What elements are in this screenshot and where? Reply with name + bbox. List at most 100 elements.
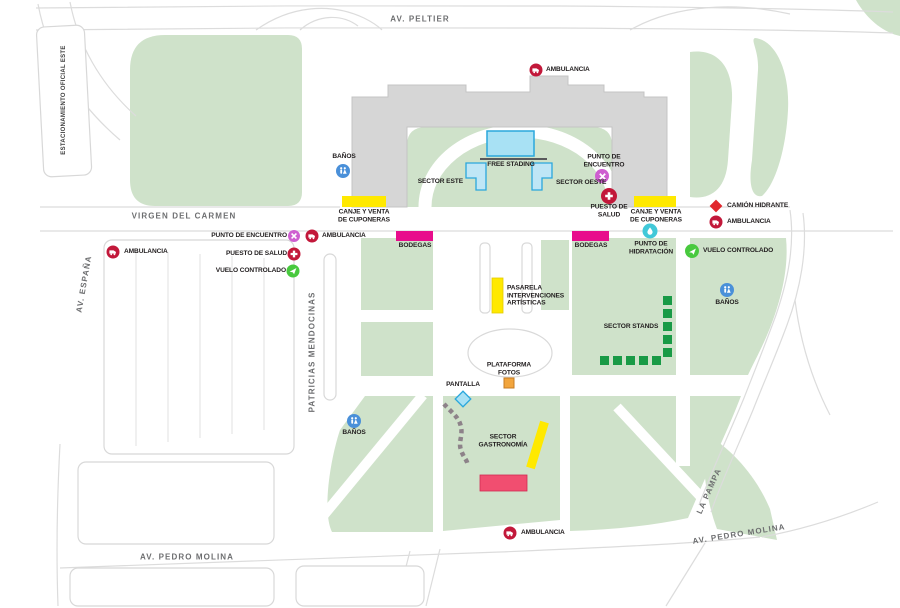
stands-squares bbox=[600, 296, 672, 365]
label-banos-east: BAÑOS bbox=[715, 299, 739, 307]
drone-glyph bbox=[289, 267, 297, 275]
coupon-booth-left bbox=[342, 196, 386, 207]
photo-platform-shape bbox=[503, 377, 515, 389]
path-horizontal-band bbox=[318, 376, 788, 394]
label-sector-oeste: SECTOR OESTE bbox=[556, 179, 607, 187]
droplet-glyph bbox=[647, 227, 653, 235]
median-patricias bbox=[323, 253, 337, 401]
label-camion-hidrante: CAMIÓN HIDRANTE bbox=[727, 202, 789, 210]
street-av-peltier: AV. PELTIER bbox=[390, 14, 450, 24]
parking-lanes bbox=[135, 250, 265, 446]
label-bodegas-right: BODEGAS bbox=[574, 242, 608, 250]
health-post-icon bbox=[601, 188, 617, 204]
ambulance-icon bbox=[709, 215, 723, 229]
controlled-flight-icon bbox=[286, 264, 300, 278]
controlled-flight-icon bbox=[685, 244, 699, 258]
path-diagonal-right bbox=[613, 403, 705, 501]
street-patricias-mendocinas: PATRICIAS MENDOCINAS bbox=[307, 291, 317, 413]
label-banos-south: BAÑOS bbox=[342, 429, 366, 437]
cross-glyph bbox=[605, 192, 613, 200]
label-punto-hidratacion: PUNTO DE HIDRATACIÓN bbox=[628, 240, 674, 255]
toilets-icon bbox=[336, 164, 350, 178]
walkway-strips bbox=[467, 242, 553, 378]
block-southwest-a bbox=[77, 461, 275, 545]
street-av-pedro-molina-west: AV. PEDRO MOLINA bbox=[139, 552, 235, 562]
sector-este-shape bbox=[465, 162, 487, 191]
coupon-booth-right bbox=[634, 196, 676, 207]
ambulance-icon bbox=[503, 526, 517, 540]
walkway-strip-right bbox=[521, 242, 533, 314]
x-glyph bbox=[291, 233, 297, 239]
restroom-glyph bbox=[351, 417, 358, 424]
park-event-3 bbox=[541, 240, 569, 310]
label-ambulancia-top: AMBULANCIA bbox=[546, 66, 590, 74]
label-plataforma-fotos: PLATAFORMA FOTOS bbox=[486, 361, 532, 376]
bodegas-left-shape bbox=[396, 231, 433, 241]
gastronomy-yellow-bar bbox=[526, 420, 549, 470]
park-teardrop bbox=[750, 38, 789, 197]
park-top-right-corner bbox=[856, 0, 900, 36]
meeting-point-icon bbox=[595, 169, 609, 183]
pantalla-shape bbox=[454, 390, 472, 408]
path-vertical-lower bbox=[676, 394, 690, 466]
street-estacionamiento: ESTACIONAMIENTO OFICIAL ESTE bbox=[61, 45, 67, 155]
cross-glyph bbox=[290, 250, 298, 258]
path-vertical-upper bbox=[676, 238, 690, 375]
label-ambulancia-right: AMBULANCIA bbox=[727, 218, 771, 226]
sector-oeste-shape bbox=[531, 162, 553, 191]
hydration-point-icon bbox=[642, 223, 658, 239]
city-blocks bbox=[35, 24, 425, 607]
block-parking-west bbox=[103, 239, 295, 455]
park-top-left bbox=[130, 35, 302, 206]
restroom-glyph bbox=[340, 167, 347, 174]
label-free-stading: FREE STADING bbox=[487, 161, 535, 169]
label-sector-gastronomia: SECTOR GASTRONOMÍA bbox=[478, 433, 528, 448]
park-event-1 bbox=[361, 238, 433, 310]
toilets-icon bbox=[347, 414, 361, 428]
dashed-walk-path bbox=[442, 402, 471, 467]
park-bottom-left bbox=[327, 396, 433, 532]
label-puesto-salud-right: PUESTO DE SALUD bbox=[590, 203, 628, 218]
street-virgen-del-carmen: VIRGEN DEL CARMEN bbox=[131, 211, 237, 221]
park-d-shape bbox=[690, 51, 733, 198]
ambulance-glyph bbox=[712, 220, 719, 226]
label-pantalla: PANTALLA bbox=[446, 381, 480, 389]
label-sector-stands: SECTOR STANDS bbox=[603, 323, 659, 331]
label-pasarela: PASARELA INTERVENCIONES ARTÍSTICAS bbox=[507, 284, 565, 307]
label-bodegas-left: BODEGAS bbox=[398, 242, 432, 250]
block-southwest-b bbox=[69, 567, 275, 607]
ambulance-glyph bbox=[109, 250, 116, 256]
block-south-c bbox=[295, 565, 425, 607]
park-wedge bbox=[702, 432, 777, 540]
meeting-point-icon bbox=[288, 230, 300, 242]
label-vuelo-right: VUELO CONTROLADO bbox=[703, 247, 774, 255]
x-glyph bbox=[598, 172, 606, 180]
label-vuelo-left: VUELO CONTROLADO bbox=[215, 267, 286, 275]
label-punto-encuentro-right: PUNTO DE ENCUENTRO bbox=[583, 153, 625, 168]
plaza-ellipse bbox=[467, 328, 553, 378]
bodegas-right-shape bbox=[572, 231, 609, 241]
label-canje-left: CANJE Y VENTA DE CUPONERAS bbox=[338, 208, 390, 223]
label-puesto-salud-left: PUESTO DE SALUD bbox=[225, 250, 287, 258]
ambulance-glyph bbox=[532, 68, 539, 74]
label-punto-encuentro-left: PUNTO DE ENCUENTRO bbox=[211, 232, 287, 240]
health-post-icon bbox=[287, 247, 301, 261]
ambulance-icon bbox=[305, 229, 319, 243]
label-ambulancia-west: AMBULANCIA bbox=[124, 248, 168, 256]
block-estacionamiento bbox=[35, 24, 93, 178]
toilets-icon bbox=[720, 283, 734, 297]
free-stading-stage bbox=[486, 130, 535, 157]
pasarela-shape bbox=[491, 277, 504, 314]
restroom-glyph bbox=[724, 286, 731, 293]
path-diagonal-left bbox=[310, 391, 427, 531]
label-sector-este: SECTOR ESTE bbox=[417, 178, 463, 186]
label-banos-building: BAÑOS bbox=[332, 153, 356, 161]
ambulance-glyph bbox=[308, 234, 315, 240]
park-bottom-center bbox=[443, 396, 560, 531]
park-areas bbox=[130, 0, 900, 540]
drone-glyph bbox=[688, 247, 696, 255]
ambulance-icon bbox=[529, 63, 543, 77]
label-ambulancia-mid: AMBULANCIA bbox=[322, 232, 366, 240]
gastronomy-pink-shape bbox=[479, 474, 528, 492]
